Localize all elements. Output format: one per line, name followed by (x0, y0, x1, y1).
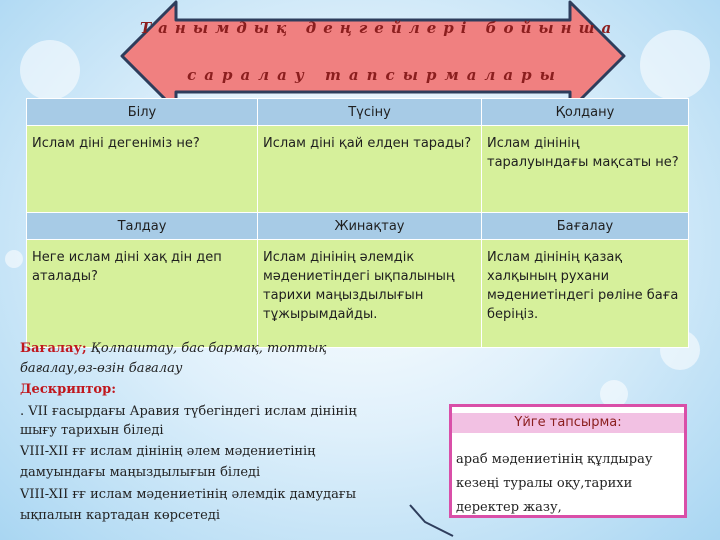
connector-line (409, 504, 454, 537)
table-cell: Неге ислам діні хақ дін деп аталады? (26, 239, 258, 348)
homework-box: Үйге тапсырма: араб мәдениетінің құлдыра… (449, 404, 687, 518)
table-header-cell: Қолдану (481, 98, 689, 126)
descriptor-line: . VII ғасырдағы Аравия түбегіндегі ислам… (20, 404, 357, 419)
table-row: Неге ислам діні хақ дін деп аталады? Исл… (26, 239, 689, 348)
homework-line: деректер жазу, (456, 500, 562, 515)
decor-bubble (600, 380, 628, 408)
task-table: Білу Түсіну Қолдану Ислам діні дегеніміз… (26, 98, 689, 348)
decor-bubble (20, 40, 80, 100)
table-cell: Ислам діні қай елден тарады? (257, 125, 482, 213)
table-header-cell: Бағалау (481, 212, 689, 240)
table-header-cell: Түсіну (257, 98, 482, 126)
decor-bubble (5, 250, 23, 268)
table-cell: Ислам дінінің қазақ халқының рухани мәде… (481, 239, 689, 348)
assessment-methods-line-2: бағалау,өз-өзін бағалау (20, 361, 183, 376)
table-header-row: Талдау Жинақтау Бағалау (26, 212, 689, 240)
descriptor-label: Дескриптор: (20, 382, 116, 397)
homework-line: араб мәдениетінің құлдырау (456, 452, 653, 467)
homework-line: кезеңі туралы оқу,тарихи (456, 476, 633, 491)
homework-title: Үйге тапсырма: (452, 413, 684, 433)
table-cell: Ислам дінінің таралуындағы мақсаты не? (481, 125, 689, 213)
decor-bubble (640, 30, 710, 100)
descriptor-line: VIII-XII ғғ ислам мәдениетінің әлемдік д… (20, 487, 357, 502)
table-cell: Ислам дінінің әлемдік мәдениетіндегі ықп… (257, 239, 482, 348)
page-title-line-1: Танымдық деңгейлері бойынша (140, 19, 619, 37)
assessment-line-1: Бағалау; Қолпаштау, бас бармақ, топтық (20, 341, 326, 356)
table-header-cell: Білу (26, 98, 258, 126)
assessment-methods: Қолпаштау, бас бармақ, топтық (90, 341, 327, 356)
table-header-row: Білу Түсіну Қолдану (26, 98, 689, 126)
table-row: Ислам діні дегеніміз не? Ислам діні қай … (26, 125, 689, 213)
table-header-cell: Жинақтау (257, 212, 482, 240)
descriptor-line: дамуындағы маңыздылығын біледі (20, 465, 261, 480)
assessment-label: Бағалау; (20, 341, 87, 356)
table-cell: Ислам діні дегеніміз не? (26, 125, 258, 213)
descriptor-line: шығу тарихын біледі (20, 423, 164, 438)
page-title-line-2: саралау тапсырмалары (187, 66, 563, 84)
title-double-arrow (120, 0, 626, 112)
table-header-cell: Талдау (26, 212, 258, 240)
descriptor-line: ықпалын картадан көрсетеді (20, 508, 221, 523)
descriptor-line: VIII-XII ғғ ислам дінінің әлем мәдениеті… (20, 444, 316, 459)
